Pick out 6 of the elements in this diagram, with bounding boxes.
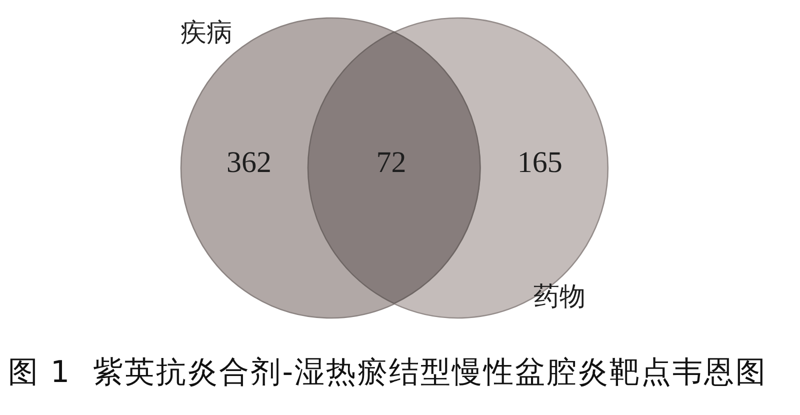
overlap-count: 72 <box>376 148 406 178</box>
figure-caption: 图 1 紫英抗炎合剂-湿热瘀结型慢性盆腔炎靶点韦恩图 <box>8 358 768 388</box>
set-label: 药物 <box>533 284 586 310</box>
set-count: 165 <box>517 148 562 178</box>
set-count: 362 <box>226 148 272 178</box>
set-label: 疾病 <box>180 20 232 46</box>
